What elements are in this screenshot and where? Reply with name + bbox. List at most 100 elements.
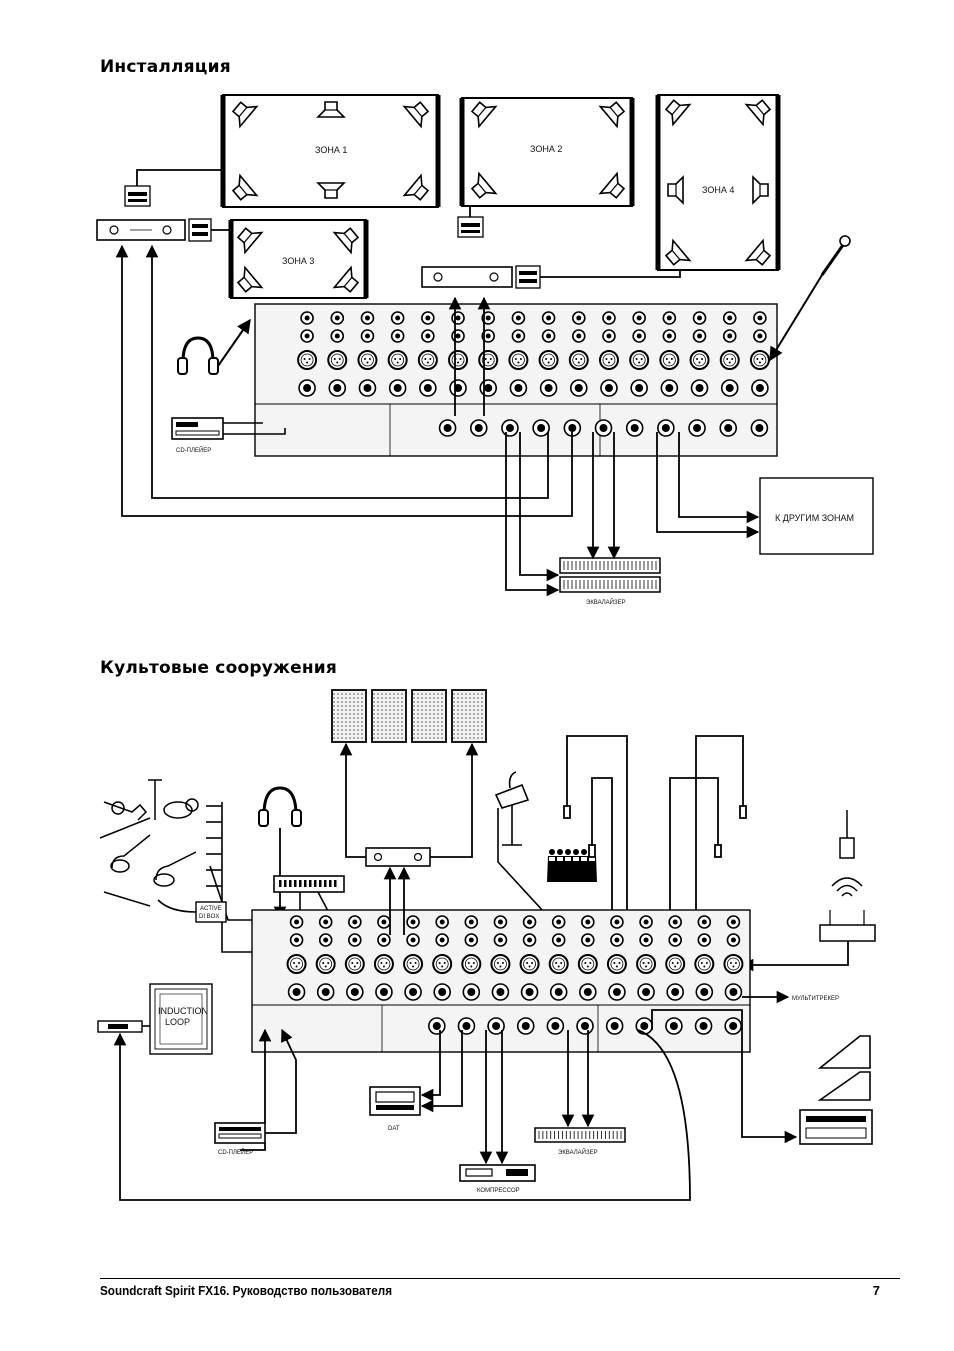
eq-knob	[289, 933, 304, 947]
line-input-jack	[419, 379, 437, 397]
dat-recorder: DAT	[369, 1086, 421, 1132]
dat-label: DAT	[388, 1126, 400, 1132]
line-input-jack	[690, 379, 709, 397]
gain-knob	[722, 311, 737, 325]
xlr-input	[432, 954, 453, 974]
output-jack	[532, 419, 550, 437]
gain-knob	[639, 915, 653, 929]
output-jack	[625, 419, 644, 437]
line-input-jack	[549, 983, 568, 1001]
gain-knob	[377, 915, 391, 929]
eq-knob	[541, 329, 556, 343]
eq-knob	[330, 329, 345, 343]
output-jack	[516, 1017, 535, 1035]
gain-knob	[668, 915, 682, 929]
induction-loop-label-2: LOOP	[165, 1017, 190, 1027]
xlr-input	[508, 350, 529, 370]
eq-knob	[390, 329, 405, 343]
eq-knob	[511, 329, 526, 343]
signal-cables-installation	[115, 244, 760, 597]
active-di-label-1: ACTIVE	[200, 906, 222, 912]
line-input-jack	[579, 983, 597, 1001]
multitrack-label: МУЛЬТИТРЕКЕР	[792, 996, 839, 1002]
xlr-input	[689, 350, 710, 370]
gain-knob	[390, 311, 405, 325]
zone4-label: ЗОНА 4	[702, 185, 734, 195]
gain-knob	[551, 915, 566, 929]
line-input-jack	[375, 983, 393, 1001]
output-jack	[665, 1017, 683, 1035]
microphone-cable	[769, 274, 823, 362]
xlr-input	[548, 954, 569, 974]
equalizer-label: ЭКВАЛАЙЗЕР	[586, 598, 626, 606]
page-number: 7	[872, 1283, 880, 1298]
line-input-jack	[404, 983, 422, 1001]
xlr-input	[373, 954, 394, 974]
xlr-input	[629, 350, 650, 370]
gain-knob	[602, 311, 616, 325]
xlr-input	[327, 350, 348, 370]
line-input-jack	[479, 379, 498, 397]
line-input-jack	[666, 983, 684, 1001]
eq-knob	[602, 329, 616, 343]
xlr-input	[344, 954, 365, 974]
xlr-input	[519, 954, 540, 974]
output-jack	[688, 419, 706, 437]
line-input-jack	[433, 983, 451, 1001]
eq-knob	[435, 933, 449, 947]
eq-knob	[639, 933, 653, 947]
footer-title: Soundcraft Spirit FX16. Руководство поль…	[100, 1283, 393, 1298]
gain-knob	[697, 915, 712, 929]
output-jack	[724, 1017, 742, 1035]
eq-knob	[406, 933, 420, 947]
gain-knob	[330, 311, 345, 325]
speaker-processor-icon	[188, 218, 212, 242]
eq-knob	[451, 329, 465, 343]
line-input-jack	[298, 379, 316, 397]
xlr-input	[403, 954, 424, 974]
line-input-jack	[491, 983, 510, 1001]
output-jack	[469, 419, 488, 437]
amplifier-zone2-4	[421, 266, 513, 288]
output-jack	[438, 419, 457, 437]
output-jack	[501, 419, 519, 437]
xlr-input	[461, 954, 482, 974]
eq-knob	[753, 329, 767, 343]
speaker-cabinets	[331, 689, 487, 743]
line-input-jack	[509, 379, 528, 397]
cd-cables	[223, 422, 286, 435]
line-input-jack	[660, 379, 679, 397]
zone3-label: ЗОНА 3	[282, 256, 314, 266]
line-input-jack	[724, 983, 743, 1001]
other-zones-box: К ДРУГИМ ЗОНАМ	[759, 477, 874, 555]
output-jack	[750, 419, 769, 437]
amplifier-zone1-3	[96, 219, 186, 241]
gain-knob	[435, 915, 449, 929]
eq-knob	[300, 329, 314, 343]
line-input-jack	[751, 379, 769, 397]
zone1-room: ЗОНА 1	[220, 94, 441, 208]
output-jack	[657, 419, 675, 437]
output-jack	[428, 1017, 446, 1035]
gain-knob	[289, 915, 304, 929]
gain-knob	[662, 311, 677, 325]
eq-knob	[522, 933, 537, 947]
gain-knob	[493, 915, 508, 929]
speaker-cables	[136, 169, 681, 278]
cd-player-label: CD-ПЛЕЙЕР	[176, 446, 211, 454]
gain-knob	[522, 915, 537, 929]
heading-installation: Инсталляция	[100, 57, 231, 77]
wireless-receiver	[819, 910, 876, 942]
eq-knob	[493, 933, 508, 947]
output-jack	[594, 419, 613, 437]
line-input-jack	[449, 379, 467, 397]
xlr-input	[598, 350, 619, 370]
gain-knob	[726, 915, 741, 929]
multitrack-recorder	[799, 1035, 873, 1145]
xlr-input	[286, 954, 307, 974]
line-input-jack	[462, 983, 481, 1001]
zone1-label: ЗОНА 1	[315, 145, 347, 155]
eq-knob	[610, 933, 624, 947]
xlr-input	[665, 954, 686, 974]
gain-knob	[451, 311, 465, 325]
